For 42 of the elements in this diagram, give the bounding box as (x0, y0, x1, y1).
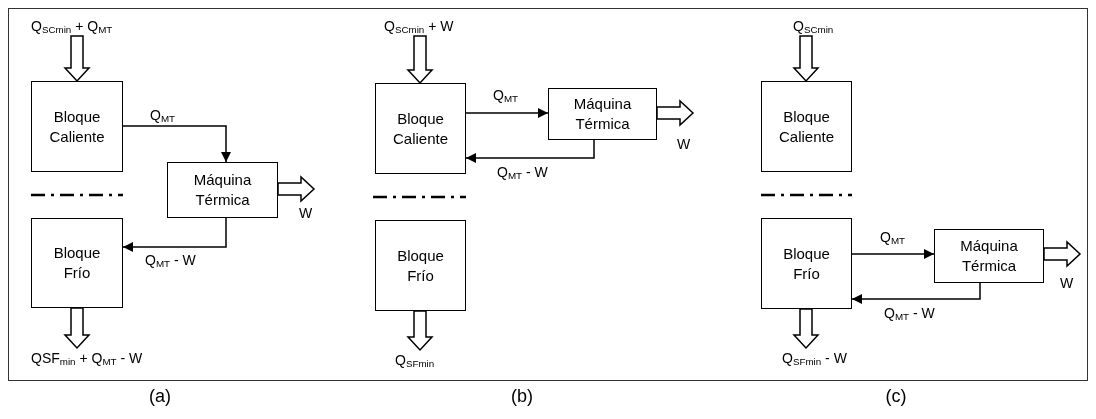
hollow-arrow (1043, 240, 1082, 268)
process-box (31, 81, 123, 172)
arrow (122, 217, 227, 252)
process-box (375, 220, 466, 311)
box-label: Bloque Frío (396, 245, 445, 286)
flow-label: Q$_{SCmin}$ + W (384, 16, 454, 36)
process-box (167, 162, 278, 218)
hollow-arrow (63, 307, 91, 350)
box-label: Bloque Frío (52, 243, 102, 283)
process-box (31, 218, 123, 308)
panel-caption: (a) (149, 386, 171, 407)
box-label: Bloque Caliente (777, 106, 835, 147)
box-label: Bloque Frío (782, 243, 831, 284)
arrow (465, 108, 549, 118)
panel-caption: (c) (885, 386, 907, 407)
arrow (851, 282, 981, 304)
hollow-arrow (406, 310, 434, 352)
flow-label: QSF$_{min}$ + Q$_{MT}$ - W (31, 348, 143, 368)
flow-label: Q$_{SCmin}$ (793, 16, 834, 36)
hollow-arrow (656, 99, 695, 127)
box-label: Máquina Térmica (572, 94, 633, 134)
panel-caption: (b) (511, 386, 533, 407)
hollow-arrow (277, 175, 316, 203)
flow-label: Q$_{SFmin}$ - W (782, 348, 847, 368)
hollow-arrow (63, 35, 91, 83)
process-box (375, 83, 466, 174)
process-box (548, 88, 657, 140)
arrow (851, 249, 935, 259)
hollow-arrow (406, 35, 434, 85)
process-box (761, 218, 852, 309)
box-label: Bloque Caliente (48, 106, 106, 147)
box-label: Máquina Térmica (192, 170, 253, 210)
process-box (934, 229, 1044, 283)
flow-label: Q$_{SFmin}$ (395, 350, 435, 370)
process-box (761, 81, 852, 172)
hollow-arrow (792, 35, 820, 83)
arrow (122, 125, 231, 163)
flow-label: Q$_{SCmin}$ + Q$_{MT}$ (31, 16, 113, 36)
arrow (465, 139, 595, 163)
box-label: Bloque Caliente (391, 108, 449, 149)
hollow-arrow (792, 308, 820, 350)
box-label: Máquina Térmica (959, 236, 1019, 276)
